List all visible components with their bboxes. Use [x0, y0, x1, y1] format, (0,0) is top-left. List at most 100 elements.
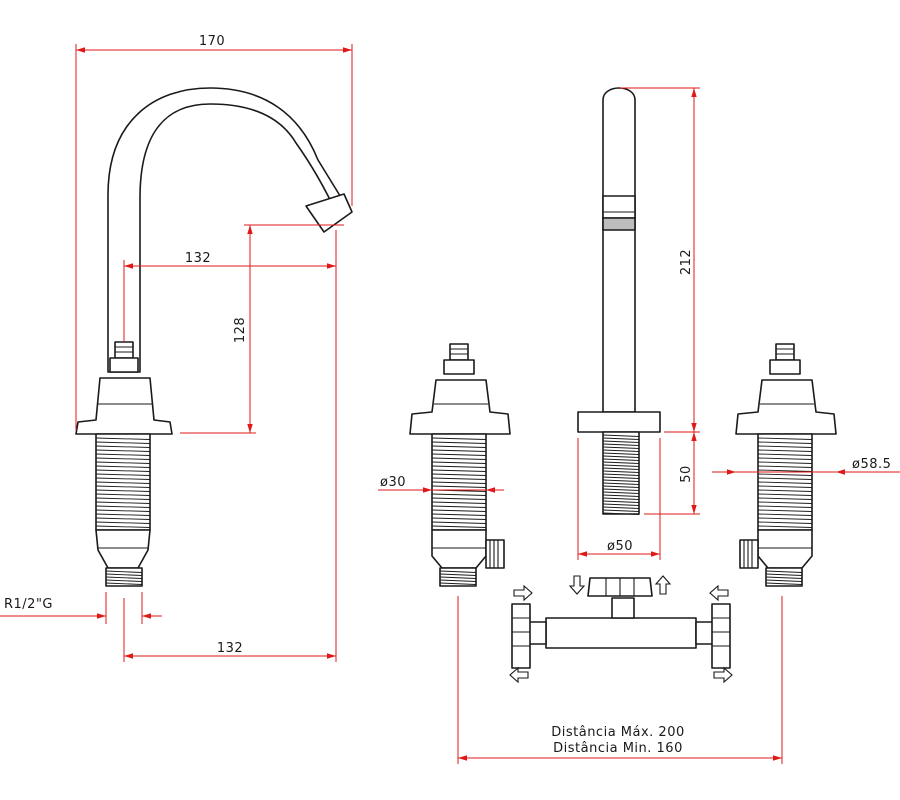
thread-line	[105, 579, 143, 582]
thread-line	[602, 458, 640, 461]
thread-line	[439, 573, 477, 576]
thread-line	[757, 457, 813, 460]
dim-label-diameter-30: ø30	[380, 475, 406, 490]
manifold-right-fitting	[711, 603, 731, 669]
thread-line	[602, 494, 640, 497]
center-spout	[577, 87, 661, 515]
thread-line	[95, 445, 151, 448]
spout-threaded-shank	[602, 431, 640, 515]
thread-line	[431, 449, 487, 452]
thread-line	[95, 485, 151, 488]
left-dimensions	[0, 44, 353, 662]
thread-line	[602, 479, 640, 482]
mixing-manifold	[511, 577, 731, 669]
thread-line	[757, 525, 813, 528]
spout-tube	[107, 87, 351, 373]
thread-line	[602, 467, 640, 470]
thread-line	[431, 457, 487, 460]
spout-column	[602, 87, 636, 413]
thread-line	[757, 469, 813, 472]
thread-line	[431, 465, 487, 468]
thread-line	[757, 521, 813, 524]
thread-line	[757, 485, 813, 488]
thread-line	[757, 445, 813, 448]
thread-line	[757, 493, 813, 496]
flow-arrow-icon	[709, 584, 729, 602]
thread-line	[439, 570, 477, 573]
thread-line	[602, 488, 640, 491]
left-valve	[409, 343, 511, 587]
thread-line	[95, 501, 151, 504]
thread-label: R1/2"G	[4, 597, 53, 612]
dim-label-132-reach: 132	[185, 251, 211, 266]
thread-line	[602, 449, 640, 452]
thread-line	[431, 485, 487, 488]
thread-line	[602, 473, 640, 476]
left-valve-side-outlet	[485, 539, 505, 569]
spout-base	[577, 411, 661, 433]
thread-line	[602, 434, 640, 437]
thread-line	[757, 453, 813, 456]
thread-line	[95, 493, 151, 496]
dim-label-132-spacing: 132	[217, 641, 243, 656]
right-valve	[735, 343, 837, 587]
thread-line	[602, 512, 640, 515]
thread-line	[431, 501, 487, 504]
thread-line	[765, 573, 803, 576]
flow-arrow-icon	[713, 666, 733, 684]
thread-line	[431, 473, 487, 476]
thread-line	[757, 461, 813, 464]
thread-line	[757, 509, 813, 512]
shank-threads	[95, 437, 151, 528]
thread-line	[431, 469, 487, 472]
thread-line	[602, 464, 640, 467]
dim-label-170: 170	[199, 34, 225, 49]
thread-line	[95, 509, 151, 512]
thread-line	[431, 517, 487, 520]
thread-line	[602, 437, 640, 440]
dim-label-128: 128	[233, 317, 248, 343]
thread-line	[95, 453, 151, 456]
flow-arrows	[509, 575, 733, 684]
thread-line	[95, 513, 151, 516]
thread-line	[95, 497, 151, 500]
thread-line	[431, 525, 487, 528]
manifold-body	[545, 617, 697, 649]
thread-line	[431, 509, 487, 512]
thread-line	[95, 521, 151, 524]
dim-label-50-height: 50	[679, 465, 694, 483]
thread-line	[105, 576, 143, 579]
thread-line	[431, 481, 487, 484]
flow-arrow-icon	[568, 575, 586, 595]
thread-line	[95, 469, 151, 472]
thread-line	[95, 505, 151, 508]
thread-line	[602, 491, 640, 494]
thread-line	[602, 446, 640, 449]
lock-nut	[95, 529, 151, 569]
thread-line	[105, 573, 143, 576]
thread-line	[602, 476, 640, 479]
distance-max-label: Distância Máx. 200	[551, 725, 685, 740]
thread-line	[757, 505, 813, 508]
flow-arrow-icon	[654, 575, 672, 595]
thread-line	[602, 440, 640, 443]
thread-line	[431, 505, 487, 508]
flow-arrow-icon	[513, 584, 533, 602]
thread-line	[105, 570, 143, 573]
thread-line	[765, 576, 803, 579]
thread-line	[765, 582, 803, 585]
thread-line	[602, 455, 640, 458]
dim-label-diameter-58-5: ø58.5	[852, 457, 891, 472]
manifold-left-fitting	[511, 603, 531, 669]
thread-line	[95, 457, 151, 460]
thread-line	[757, 501, 813, 504]
thread-line	[757, 513, 813, 516]
thread-line	[602, 443, 640, 446]
thread-line	[602, 461, 640, 464]
valve-body	[75, 377, 173, 435]
gooseneck-faucet-side-view	[75, 87, 353, 587]
thread-line	[431, 441, 487, 444]
thread-line	[757, 481, 813, 484]
